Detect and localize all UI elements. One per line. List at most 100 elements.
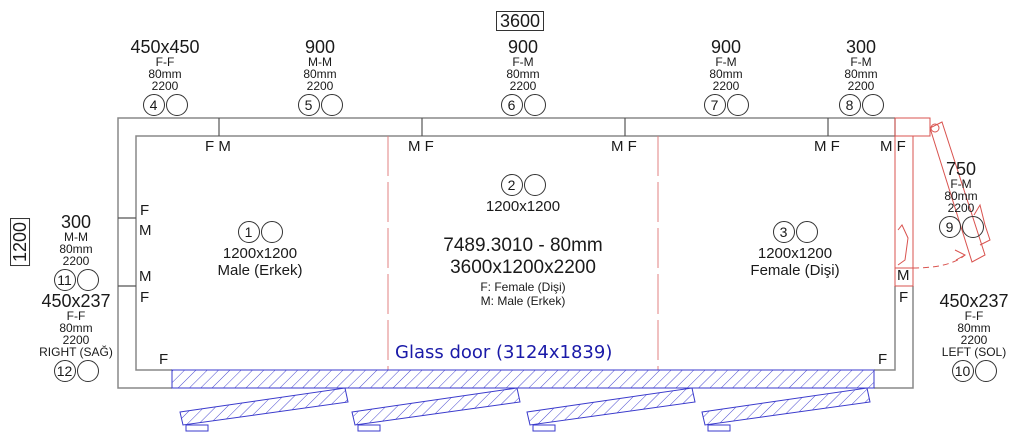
panel-side: LEFT (SOL) bbox=[941, 345, 1007, 359]
floor-panel-gender: Male (Erkek) bbox=[217, 262, 303, 279]
empty-bubble bbox=[320, 94, 343, 116]
empty-bubble bbox=[76, 269, 99, 291]
empty-bubble bbox=[974, 360, 997, 382]
joint-mark: F bbox=[140, 289, 150, 306]
empty-bubble bbox=[523, 94, 546, 116]
empty-bubble bbox=[523, 174, 546, 196]
joint-mark: F M bbox=[205, 138, 231, 155]
panel-type: F-M bbox=[950, 177, 972, 191]
panel-height: 2200 bbox=[62, 254, 90, 268]
floor-dividers bbox=[387, 136, 659, 370]
legend-female: F: Female (Dişi) bbox=[480, 280, 566, 294]
panel-type: F-M bbox=[715, 55, 737, 69]
joint-mark: M bbox=[139, 222, 152, 239]
panel-11: 300 M-M 80mm 2200 11 bbox=[36, 213, 116, 291]
panel-size: 300 bbox=[845, 37, 877, 57]
panel-size: 900 bbox=[710, 37, 742, 57]
panel-7: 900 F-M 80mm 2200 7 bbox=[686, 38, 766, 116]
joint-mark: F bbox=[140, 202, 150, 219]
panel-size: 300 bbox=[60, 212, 92, 232]
panel-height: 2200 bbox=[62, 333, 90, 347]
panel-type: F-M bbox=[512, 55, 534, 69]
panel-10: 450x237 F-F 80mm 2200 LEFT (SOL) 10 bbox=[924, 292, 1024, 382]
panel-number-bubble: 11 bbox=[53, 269, 76, 291]
joint-mark: M F bbox=[611, 138, 637, 155]
overall-depth-label: 1200 bbox=[10, 217, 31, 267]
empty-bubble bbox=[165, 94, 188, 116]
floor-panel-size: 1200x1200 bbox=[485, 198, 561, 215]
panel-thickness: 80mm bbox=[957, 321, 991, 335]
empty-bubble bbox=[861, 94, 884, 116]
panel-thickness: 80mm bbox=[59, 321, 93, 335]
glass-door-label: Glass door (3124x1839) bbox=[395, 342, 613, 363]
panel-number-bubble: 10 bbox=[951, 360, 974, 382]
inner-wall bbox=[135, 135, 896, 371]
panel-thickness: 80mm bbox=[844, 67, 878, 81]
floor-panel-2: 2 1200x1200 bbox=[458, 172, 588, 214]
empty-bubble bbox=[726, 94, 749, 116]
floor-panel-size: 1200x1200 bbox=[222, 245, 298, 262]
panel-thickness: 80mm bbox=[303, 67, 337, 81]
panel-type: F-F bbox=[66, 309, 86, 323]
panel-type: F-F bbox=[964, 309, 984, 323]
panel-height: 2200 bbox=[960, 333, 988, 347]
panel-6: 900 F-M 80mm 2200 6 bbox=[483, 38, 563, 116]
joint-mark: M F bbox=[814, 138, 840, 155]
panel-side: RIGHT (SAĞ) bbox=[39, 345, 113, 359]
panel-size: 900 bbox=[304, 37, 336, 57]
panel-type: M-M bbox=[64, 230, 88, 244]
panel-number-bubble: 3 bbox=[772, 221, 795, 243]
panel-12: 450x237 F-F 80mm 2200 RIGHT (SAĞ) 12 bbox=[26, 292, 126, 382]
panel-number-bubble: 5 bbox=[297, 94, 320, 116]
empty-bubble bbox=[961, 216, 984, 238]
product-code: 7489.3010 - 80mm bbox=[443, 235, 603, 256]
glass-door-leaves bbox=[179, 387, 871, 432]
panel-number-bubble: 1 bbox=[237, 221, 260, 243]
floor-panel-3: 3 1200x1200 Female (Dişi) bbox=[730, 219, 860, 278]
joint-mark: M F bbox=[408, 138, 434, 155]
panel-height: 2200 bbox=[151, 79, 179, 93]
panel-number-bubble: 4 bbox=[142, 94, 165, 116]
joint-mark: F bbox=[878, 351, 888, 368]
floor-panel-1: 1 1200x1200 Male (Erkek) bbox=[195, 219, 325, 278]
floor-panel-size: 1200x1200 bbox=[757, 245, 833, 262]
panel-height: 2200 bbox=[947, 201, 975, 215]
panel-8: 300 F-M 80mm 2200 8 bbox=[821, 38, 901, 116]
side-door bbox=[894, 117, 991, 287]
panel-number-bubble: 9 bbox=[938, 216, 961, 238]
floor-panel-gender: Female (Dişi) bbox=[750, 262, 840, 279]
product-info: 7489.3010 - 80mm 3600x1200x2200 F: Femal… bbox=[413, 236, 633, 307]
panel-size: 450x237 bbox=[939, 291, 1009, 311]
panel-height: 2200 bbox=[847, 79, 875, 93]
panel-number-bubble: 6 bbox=[500, 94, 523, 116]
panel-size: 450x450 bbox=[130, 37, 200, 57]
panel-thickness: 80mm bbox=[59, 242, 93, 256]
panel-number-bubble: 8 bbox=[838, 94, 861, 116]
panel-9: 750 F-M 80mm 2200 9 bbox=[926, 160, 996, 238]
product-dimensions: 3600x1200x2200 bbox=[450, 257, 596, 278]
empty-bubble bbox=[260, 221, 283, 243]
glass-door-track bbox=[171, 369, 875, 389]
panel-thickness: 80mm bbox=[506, 67, 540, 81]
panel-type: F-M bbox=[850, 55, 872, 69]
legend-male: M: Male (Erkek) bbox=[480, 294, 566, 308]
panel-height: 2200 bbox=[712, 79, 740, 93]
panel-number-bubble: 2 bbox=[500, 174, 523, 196]
empty-bubble bbox=[76, 360, 99, 382]
empty-bubble bbox=[795, 221, 818, 243]
joint-mark: M F bbox=[880, 138, 906, 155]
joint-mark: M bbox=[139, 268, 152, 285]
panel-type: F-F bbox=[155, 55, 175, 69]
panel-height: 2200 bbox=[509, 79, 537, 93]
panel-number-bubble: 12 bbox=[53, 360, 76, 382]
overall-width-label: 3600 bbox=[496, 11, 545, 31]
panel-height: 2200 bbox=[306, 79, 334, 93]
panel-thickness: 80mm bbox=[944, 189, 978, 203]
panel-size: 750 bbox=[945, 159, 977, 179]
joint-mark: M bbox=[897, 267, 910, 284]
panel-thickness: 80mm bbox=[709, 67, 743, 81]
panel-5: 900 M-M 80mm 2200 5 bbox=[280, 38, 360, 116]
panel-thickness: 80mm bbox=[148, 67, 182, 81]
panel-type: M-M bbox=[308, 55, 332, 69]
